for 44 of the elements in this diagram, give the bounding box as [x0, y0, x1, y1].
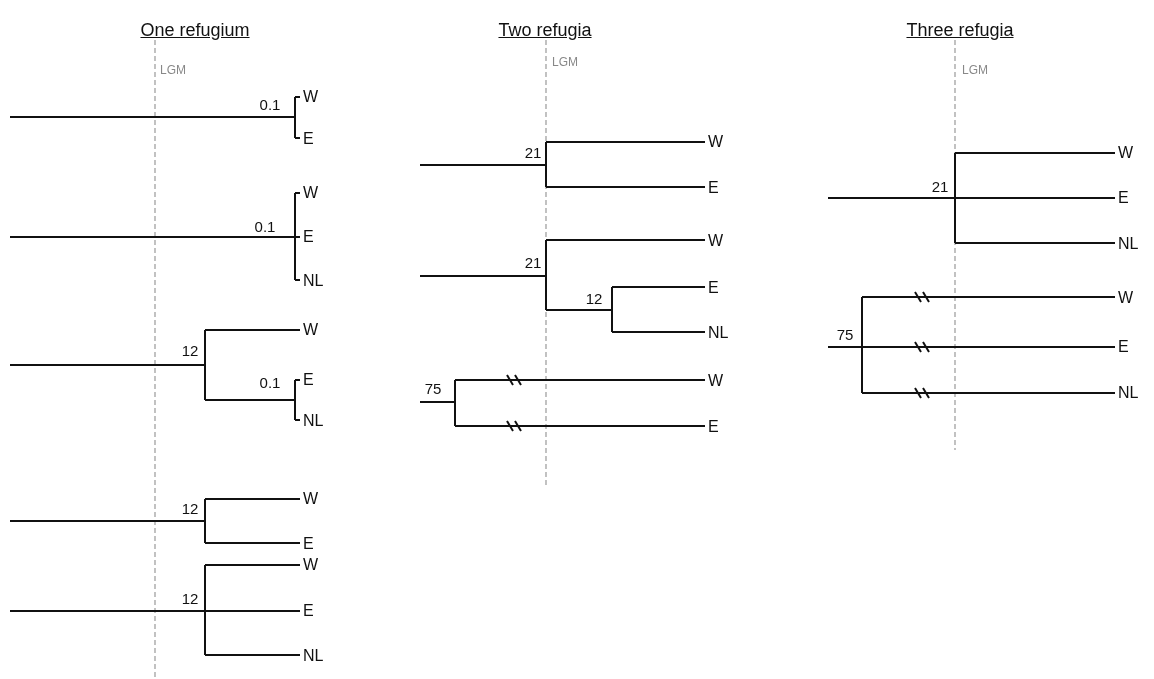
- tip-label: NL: [1118, 385, 1139, 401]
- tip-label: W: [303, 89, 319, 105]
- tip-label: E: [708, 419, 719, 435]
- time-marker-label: LGM: [160, 64, 186, 76]
- node-age-label: 75: [836, 326, 854, 342]
- tip-label: W: [1118, 290, 1134, 306]
- node-age-label: 0.1: [254, 218, 276, 234]
- panel-title: One refugium: [140, 21, 250, 39]
- tip-label: E: [303, 372, 314, 388]
- tip-label: NL: [1118, 236, 1139, 252]
- tip-label: W: [303, 491, 319, 507]
- tip-label: W: [1118, 145, 1134, 161]
- panel-title: Three refugia: [906, 21, 1014, 39]
- tip-label: W: [303, 557, 319, 573]
- tip-label: NL: [303, 273, 324, 289]
- tip-label: W: [708, 233, 724, 249]
- tip-label: NL: [708, 325, 729, 341]
- tip-label: E: [303, 536, 314, 552]
- node-age-label: 12: [181, 500, 199, 516]
- node-age-label: 21: [931, 178, 949, 194]
- tip-label: E: [1118, 190, 1129, 206]
- node-age-label: 0.1: [259, 374, 281, 390]
- tip-label: E: [303, 229, 314, 245]
- node-age-label: 75: [424, 380, 442, 396]
- node-age-label: 0.1: [259, 96, 281, 112]
- node-age-label: 12: [181, 342, 199, 358]
- time-marker-label: LGM: [552, 56, 578, 68]
- node-age-label: 21: [524, 254, 542, 270]
- node-age-label: 12: [181, 590, 199, 606]
- tip-label: W: [303, 322, 319, 338]
- tip-label: NL: [303, 413, 324, 429]
- node-age-label: 12: [585, 290, 603, 306]
- tip-label: W: [708, 373, 724, 389]
- tip-label: W: [303, 185, 319, 201]
- time-marker-label: LGM: [962, 64, 988, 76]
- tip-label: E: [303, 603, 314, 619]
- tip-label: E: [708, 180, 719, 196]
- tip-label: E: [303, 131, 314, 147]
- panel-title: Two refugia: [498, 21, 592, 39]
- tip-label: E: [708, 280, 719, 296]
- node-age-label: 21: [524, 144, 542, 160]
- tip-label: W: [708, 134, 724, 150]
- tip-label: NL: [303, 648, 324, 664]
- tip-label: E: [1118, 339, 1129, 355]
